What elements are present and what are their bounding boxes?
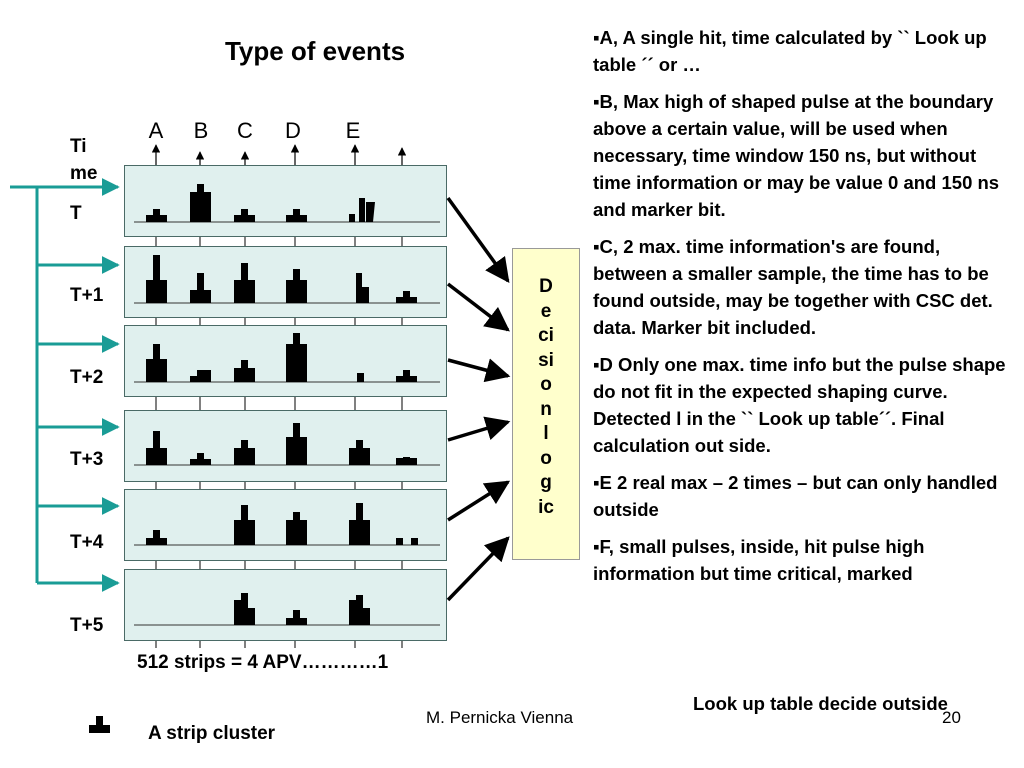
row-label-t5: T+5: [70, 615, 104, 636]
time-feed-lines: [10, 178, 120, 592]
decision-line: ic: [538, 496, 554, 518]
row-label-t4: T+4: [70, 532, 104, 553]
column-pointer-arrows: [151, 144, 407, 165]
time-panel-t5: [124, 569, 447, 641]
note-d: ▪D Only one max. time info but the pulse…: [593, 354, 1006, 456]
column-label-c: C: [237, 118, 253, 143]
row-label-t3: T+3: [70, 449, 104, 470]
time-panel-t: [124, 165, 447, 237]
clusters-row-t: [146, 184, 375, 222]
decision-line: n: [540, 398, 552, 420]
strip-cluster-legend-icon: [89, 716, 110, 733]
time-label-line-1: Ti: [70, 136, 87, 157]
strips-caption: 512 strips = 4 APV…………1: [137, 652, 389, 673]
column-label-e: E: [345, 118, 361, 143]
note-f-continued: Look up table decide outside: [693, 693, 948, 714]
column-label-a: A: [148, 118, 164, 143]
time-panel-t1: [124, 246, 447, 318]
strip-ticks: [155, 237, 403, 648]
row-label-t2: T+2: [70, 367, 104, 388]
clusters-row-t1: [146, 255, 417, 303]
decision-line: o: [540, 447, 552, 469]
row-label-t: T: [70, 203, 82, 224]
time-panel-t2: [124, 325, 447, 397]
footer-author: M. Pernicka Vienna: [426, 708, 574, 727]
clusters-row-t2: [146, 333, 417, 382]
note-b: ▪B, Max high of shaped pulse at the boun…: [593, 91, 1000, 220]
note-a: ▪A, A single hit, time calculated by `` …: [593, 27, 987, 75]
page-title: Type of events: [224, 36, 406, 66]
column-label-d: D: [285, 118, 301, 143]
decision-line: g: [540, 472, 552, 493]
time-panel-t3: [124, 410, 447, 482]
row-label-t1: T+1: [70, 285, 104, 306]
page-number: 20: [942, 708, 961, 727]
note-f: ▪F, small pulses, inside, hit pulse high…: [593, 536, 925, 584]
decision-line: l: [543, 423, 549, 444]
decision-line: e: [540, 300, 552, 322]
decision-line: D: [539, 276, 553, 297]
decision-arrows: [446, 196, 511, 602]
note-e: ▪E 2 real max – 2 times – but can only h…: [593, 472, 998, 520]
decision-line: si: [538, 349, 554, 371]
event-type-notes: ▪A, A single hit, time calculated by `` …: [593, 24, 1015, 597]
clusters-row-t5: [234, 593, 370, 625]
decision-line: ci: [538, 325, 554, 346]
note-c: ▪C, 2 max. time information's are found,…: [593, 236, 993, 338]
time-label-line-2: me: [70, 163, 98, 184]
legend-label: A strip cluster: [148, 723, 276, 744]
column-label-b: B: [193, 118, 209, 143]
clusters-row-t4: [146, 503, 418, 545]
time-axis-label: Ti me: [70, 133, 110, 187]
decision-logic-box: D e ci si o n l o g ic: [512, 248, 580, 560]
clusters-row-t3: [146, 423, 417, 465]
decision-line: o: [540, 374, 552, 395]
time-panel-t4: [124, 489, 447, 561]
